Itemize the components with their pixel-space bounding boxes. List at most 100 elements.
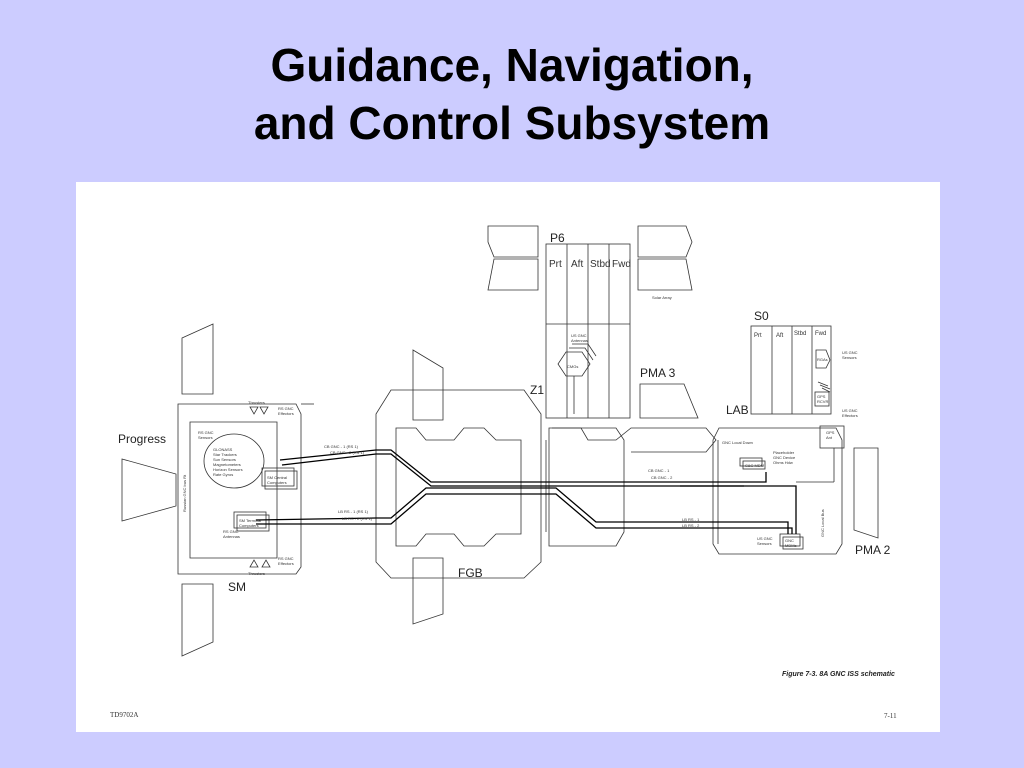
sensor-sun-sensors: Sun Sensors xyxy=(213,457,236,462)
ru-gnc-effectors-top-line1: RS GNC xyxy=(278,406,294,411)
z1-label: Z1 xyxy=(530,383,544,397)
sm-module: GLONASS Star Trackers Sun Sensors Magnet… xyxy=(177,323,314,657)
sensor-magnetometers: Magnetometers xyxy=(213,462,241,467)
lab-cb-gnc-2-label: CB GNC - 2 xyxy=(651,475,673,480)
schematic-panel: Progress GLONASS Star Trackers Sun Senso… xyxy=(76,182,940,732)
gnc-mdms-box xyxy=(779,533,801,547)
sm-central-computers-line2: Computers xyxy=(267,480,287,485)
sensor-star-trackers: Star Trackers xyxy=(213,452,237,457)
slide-title: Guidance, Navigation, and Control Subsys… xyxy=(0,36,1024,152)
gnc-local-down-label: GNC Local Down xyxy=(722,440,753,445)
ru-gnc-effectors-top-line2: Effectors xyxy=(278,411,294,416)
lab-lb-rs-1-label: LB RS - 1 xyxy=(682,517,700,522)
fgb-label: FGB xyxy=(458,566,483,580)
sensor-glonass: GLONASS xyxy=(213,447,233,452)
ru-gnc-antennas-line2: Antennas xyxy=(223,534,240,539)
bus-labels: CB GNC - 1 (RS 1) CB GNC - 2 (RS 1) LB R… xyxy=(324,444,700,528)
ru-gnc-effectors-bottom-line2: Effectors xyxy=(278,561,294,566)
lb-rs-2-label: LB RS - 2 (RS 1) xyxy=(342,516,373,521)
p6-col-prt: Prt xyxy=(549,259,562,270)
thrusters-top-label: Thrusters xyxy=(248,400,265,405)
sensor-rate-gyros: Rate Gyros xyxy=(213,472,233,477)
p6-solar-array-right-bottom xyxy=(637,258,693,291)
us-gnc-antennas-line1: US GNC xyxy=(571,333,587,338)
gps-ant-line2: Ant xyxy=(826,435,833,440)
p6-solar-array-right-top xyxy=(637,225,693,258)
gps-ant-line1: GPS xyxy=(826,430,835,435)
rgas-label: RGAs xyxy=(817,357,828,362)
s0-col-aft: Aft xyxy=(776,333,784,339)
pma2-label: PMA 2 xyxy=(855,543,891,557)
p6-solar-array-left-top xyxy=(487,225,539,258)
lb-rs-1-label: LB RS - 1 (RS 1) xyxy=(338,509,369,514)
page-number: 7-11 xyxy=(884,712,897,720)
z1-p6-truss: P6 Prt Aft Stbd Fwd Solar Array CMGs US … xyxy=(487,225,693,419)
lab-module: LAB GNC Local Down C&C MDM Placeholder G… xyxy=(712,403,843,555)
p6-label: P6 xyxy=(550,231,565,245)
p6-col-aft: Aft xyxy=(571,259,583,270)
pma2-module: PMA 2 xyxy=(853,447,891,557)
title-line-1: Guidance, Navigation, xyxy=(270,39,754,91)
sm-terminal-computers-line2: Computers xyxy=(239,523,259,528)
ru-gnc-antennas-line1: RS GNC xyxy=(223,529,239,534)
us-gnc-effectors-s0-line1: US GNC xyxy=(842,408,858,413)
figure-caption: Figure 7-3. 8A GNC ISS schematic xyxy=(782,671,895,678)
sm-label: SM xyxy=(228,580,246,594)
doc-id: TD9702A xyxy=(110,711,138,719)
thrusters-bottom-label: Thrusters xyxy=(248,571,265,576)
s0-col-stbd: Stbd xyxy=(794,331,806,337)
gnc-local-bus-label: GNC Local Bus xyxy=(820,509,825,537)
placeholder-device-line2: GNC Device xyxy=(773,455,796,460)
us-gnc-sensors-line1: US GNC xyxy=(757,536,773,541)
gps-rcvr-line1: GPS xyxy=(817,394,826,399)
cc-mdm-label: C&C MDM xyxy=(745,463,764,468)
s0-col-fwd: Fwd xyxy=(815,331,826,337)
placeholder-device-line3: Ohms Hdw xyxy=(773,460,793,465)
us-gnc-sensors-s0-line2: Sensors xyxy=(842,355,857,360)
sm-central-computers-line1: SM Central xyxy=(267,475,287,480)
gps-ant-icon xyxy=(817,381,831,393)
cmgs-label: CMGs xyxy=(567,364,578,369)
solar-array-note: Solar Array xyxy=(652,295,672,300)
gnc-schematic: Progress GLONASS Star Trackers Sun Senso… xyxy=(110,225,897,720)
p6-solar-array-left-bottom xyxy=(487,258,539,291)
placeholder-device-line1: Placeholder xyxy=(773,450,795,455)
progress-label: Progress xyxy=(118,432,166,446)
us-gnc-sensors-s0-line1: US GNC xyxy=(842,350,858,355)
gnc-mdms-line1: GNC xyxy=(785,538,794,543)
data-buses xyxy=(255,448,835,534)
sm-terminal-computers-line1: SM Terminal xyxy=(239,518,261,523)
title-line-2: and Control Subsystem xyxy=(253,97,771,149)
p6-col-stbd: Stbd xyxy=(590,259,611,270)
lab-cb-gnc-1-label: CB GNC - 1 xyxy=(648,468,670,473)
sm-sensor-list: GLONASS Star Trackers Sun Sensors Magnet… xyxy=(213,447,243,477)
lab-lb-rs-2-label: LB RS - 2 xyxy=(682,523,700,528)
s0-col-prt: Prt xyxy=(754,333,762,339)
cb-gnc-1-label: CB GNC - 1 (RS 1) xyxy=(324,444,359,449)
p6-col-fwd: Fwd xyxy=(612,259,631,270)
s0-label: S0 xyxy=(754,309,769,323)
s0-truss: S0 Prt Aft Stbd Fwd RGAs GPS RCVR US GNC… xyxy=(750,309,858,449)
sm-central-computers-box xyxy=(261,467,295,487)
lab-label: LAB xyxy=(726,403,749,417)
pma3-label: PMA 3 xyxy=(640,366,676,380)
us-gnc-sensors-line2: Sensors xyxy=(757,541,772,546)
gps-ant-box xyxy=(819,425,845,449)
gps-rcvr-box xyxy=(814,391,830,407)
cb-gnc-2-label: CB GNC - 2 (RS 1) xyxy=(330,450,365,455)
ru-gnc-sensors-line2: Sensors xyxy=(198,435,213,440)
progress-module: Progress xyxy=(118,432,177,522)
us-gnc-effectors-s0-line2: Effectors xyxy=(842,413,858,418)
gps-rcvr-line2: RCVR xyxy=(817,399,828,404)
rgas-box xyxy=(815,349,831,369)
sensor-horizon-sensors: Horizon Sensors xyxy=(213,467,243,472)
fgb-module: FGB xyxy=(375,349,542,625)
gnc-mdms-line2: MDMs xyxy=(785,543,797,548)
us-gnc-antennas-line2: Antennas xyxy=(571,338,588,343)
cc-mdm-box xyxy=(739,457,763,467)
sm-vertical-bus-label: Russian GNC bus Rt xyxy=(182,474,187,512)
pma3-module: PMA 3 xyxy=(639,366,699,419)
ru-gnc-sensors-line1: RS GNC xyxy=(198,430,214,435)
cmgs-cluster xyxy=(557,351,591,377)
ru-gnc-effectors-bottom-line1: RS GNC xyxy=(278,556,294,561)
